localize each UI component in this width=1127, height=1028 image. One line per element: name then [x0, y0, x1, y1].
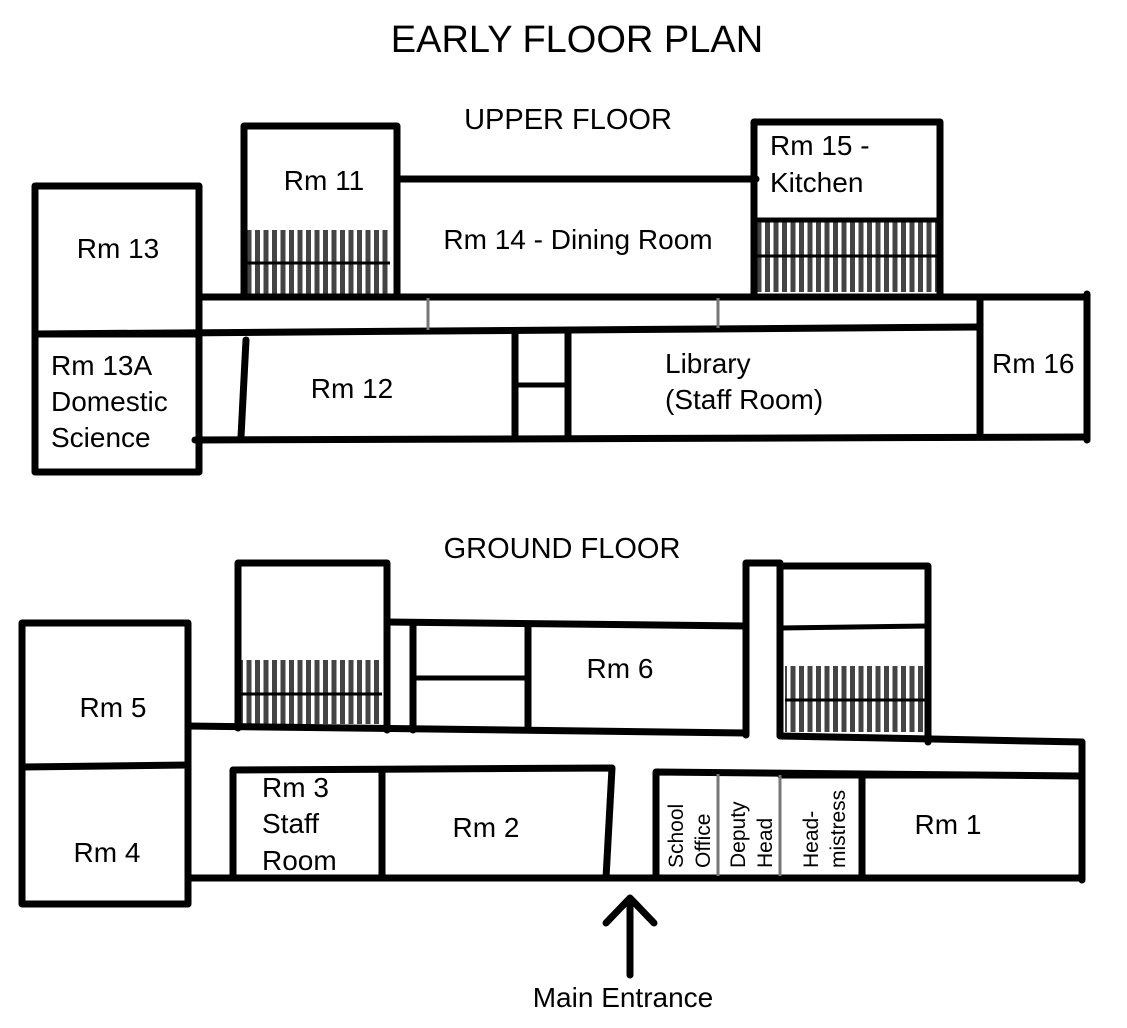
ground-corridor-top	[184, 722, 750, 737]
office-block-walls	[652, 768, 1084, 882]
ground-stair-room-right	[776, 562, 932, 746]
svg-text:Head-: Head-	[800, 811, 823, 868]
room-13a-label-line1: Rm 13A	[51, 350, 152, 381]
room-12-left-wall	[237, 336, 250, 441]
school-office-label: School Office	[665, 804, 715, 868]
room-16-label: Rm 16	[992, 348, 1074, 379]
room-6-top-wall	[383, 618, 750, 630]
room-13a-label-line3: Science	[51, 422, 151, 453]
room-13a-label-line2: Domestic	[51, 386, 168, 417]
room-13-block	[31, 182, 203, 476]
room-2-label: Rm 2	[453, 812, 520, 843]
main-entrance-label: Main Entrance	[533, 982, 714, 1013]
room-3-label-line3: Room	[262, 845, 337, 876]
plan-title: EARLY FLOOR PLAN	[391, 19, 763, 61]
room-11-walls	[240, 122, 401, 300]
room-12-label: Rm 12	[311, 373, 393, 404]
deputy-head-label: Deputy Head	[727, 801, 777, 868]
library-label-line2: (Staff Room)	[665, 384, 823, 415]
room-15-walls	[750, 118, 944, 300]
room-13-label: Rm 13	[77, 233, 159, 264]
svg-text:mistress: mistress	[827, 790, 850, 868]
room-5-4-divider	[18, 761, 192, 771]
svg-text:School: School	[665, 804, 688, 868]
ground-stair-room-left	[234, 559, 391, 734]
ground-floor-heading: GROUND FLOOR	[444, 533, 681, 565]
library-label-line1: Library	[665, 348, 751, 379]
room-3-label-line2: Staff	[262, 808, 319, 839]
upper-floor-heading: UPPER FLOOR	[464, 104, 672, 136]
svg-text:Office: Office	[692, 814, 715, 868]
room-15-label-line1: Rm 15 -	[770, 130, 870, 161]
room-4-label: Rm 4	[74, 837, 141, 868]
ground-stair-shaft	[742, 559, 784, 739]
room-14-label: Rm 14 - Dining Room	[443, 224, 712, 255]
room-3-label-line1: Rm 3	[262, 772, 329, 803]
headmistress-label: Head- mistress	[800, 790, 850, 868]
upper-bottom-wall	[191, 433, 1091, 444]
room-1-label: Rm 1	[915, 809, 982, 840]
ground-stairs-left	[240, 660, 382, 724]
room-3-2-walls	[229, 764, 616, 882]
room-5-label: Rm 5	[80, 692, 147, 723]
entrance-arrow-icon	[602, 894, 658, 979]
ground-stairs-right	[785, 666, 925, 732]
upper-stairs-left	[247, 230, 390, 294]
room-15-label-line2: Kitchen	[770, 167, 863, 198]
svg-text:Deputy: Deputy	[727, 801, 750, 868]
svg-text:Head: Head	[754, 818, 777, 868]
room-6-label: Rm 6	[587, 653, 654, 684]
upper-corridor-bottom	[31, 323, 984, 338]
upper-stairs-right	[757, 222, 937, 292]
room-11-label: Rm 11	[284, 165, 364, 196]
